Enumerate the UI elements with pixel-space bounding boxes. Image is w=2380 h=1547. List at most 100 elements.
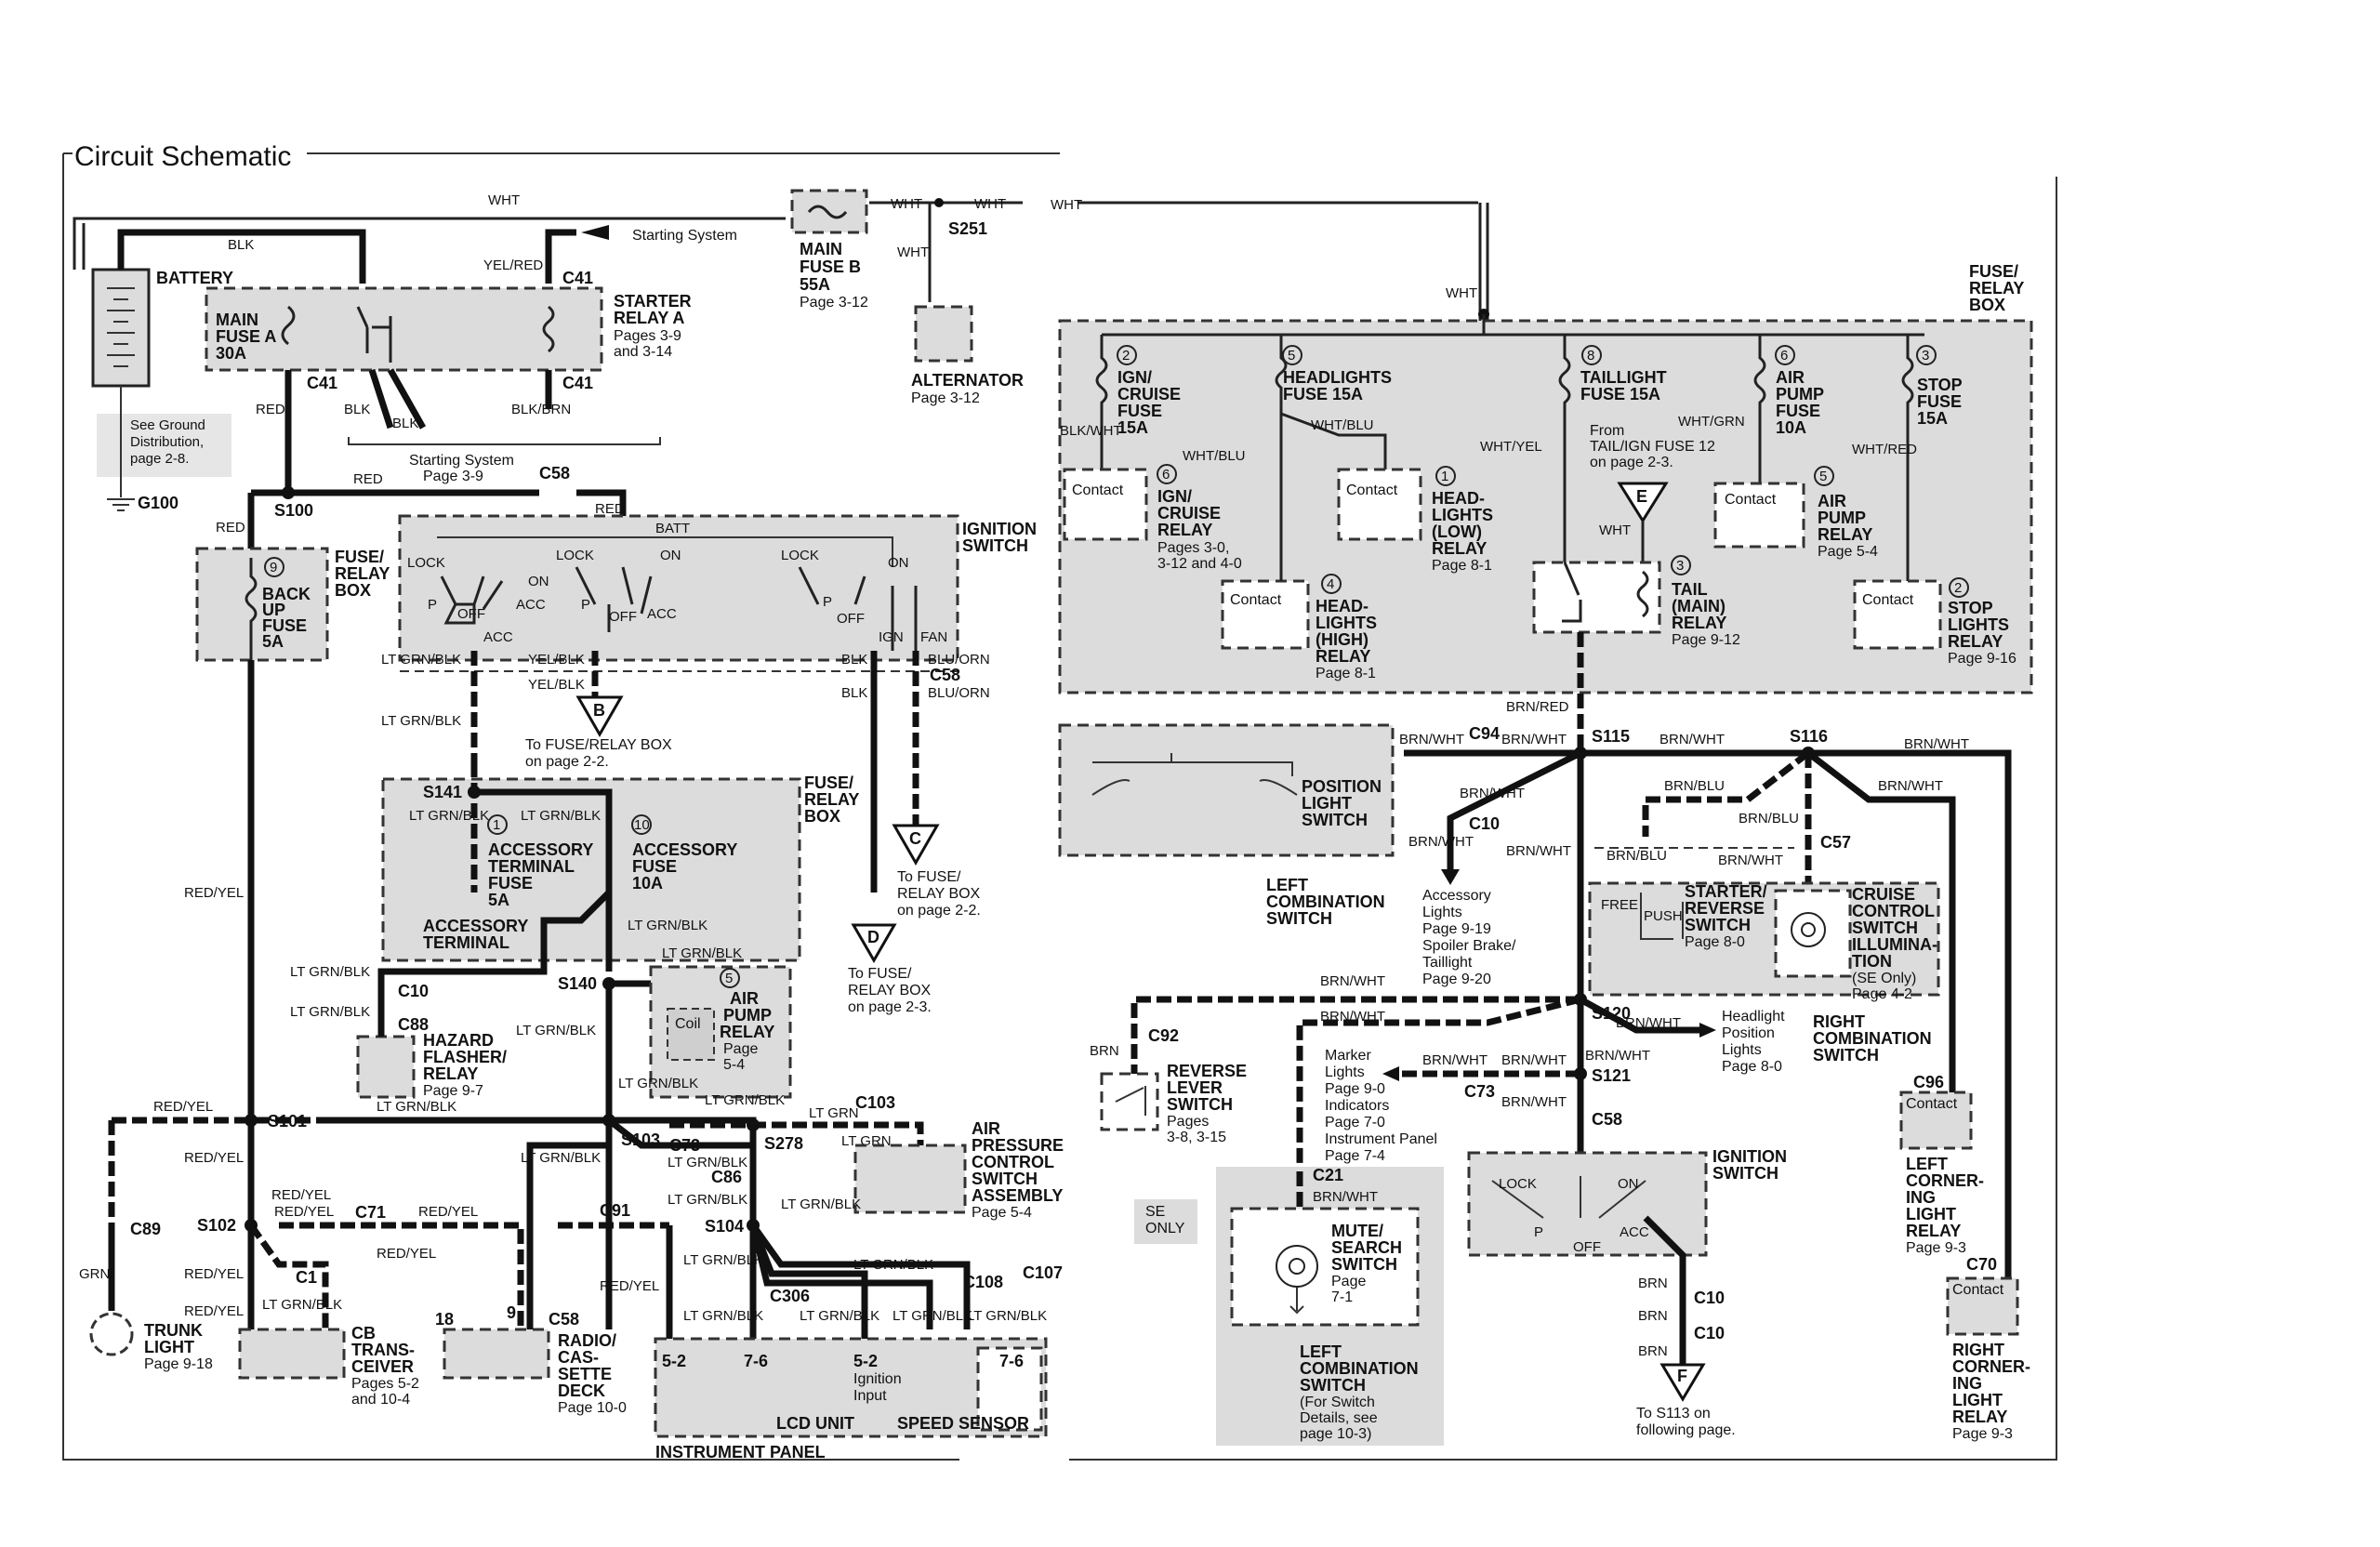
- wire-label: WHT: [897, 245, 929, 260]
- connector-label: C21: [1313, 1166, 1343, 1184]
- wire-label: LT GRN/BLK: [662, 945, 742, 961]
- cruise-illumination-label: Page 4-2: [1852, 986, 1912, 1002]
- fuse-relay-box-label: FUSE/: [804, 774, 853, 792]
- connector-label: C1: [296, 1268, 317, 1287]
- ign-p: P: [428, 597, 437, 613]
- ign-lock: LOCK: [556, 548, 594, 563]
- connector-label: C94: [1469, 724, 1500, 743]
- wire-label: BRN/WHT: [1718, 853, 1783, 868]
- cb-transceiver-box: [238, 1328, 346, 1380]
- wire-label: RED: [216, 520, 245, 536]
- marker-lights-label: Page 7-0: [1325, 1115, 1385, 1130]
- connector-label: C57: [1820, 833, 1851, 852]
- ign-on: ON: [660, 548, 681, 563]
- wire-label: BRN/WHT: [1320, 973, 1385, 989]
- ignition-switch-right-label: IGNITION: [1712, 1147, 1787, 1166]
- wire-label: BRN/WHT: [1501, 732, 1567, 747]
- fuse-number: 3: [1676, 558, 1684, 574]
- starter-relay-label: RELAY A: [614, 309, 684, 327]
- wire-label: WHT/GRN: [1678, 414, 1745, 430]
- ign-acc: ACC: [647, 606, 677, 622]
- right-cornering-label: CORNER-: [1952, 1357, 2030, 1376]
- wire-label: BRN/WHT: [1408, 834, 1474, 850]
- splice-label: S116: [1790, 727, 1828, 746]
- wire-label: BLK: [841, 685, 867, 701]
- offpage-c-label: on page 2-2.: [897, 903, 981, 919]
- offpage-e-label: on page 2-3.: [1590, 455, 1673, 470]
- air-pump-fuse-label: PUMP: [1776, 385, 1824, 403]
- left-cornering-label: RELAY: [1906, 1222, 1961, 1240]
- left-combination-switch-label: SWITCH: [1266, 909, 1332, 928]
- arrow-icon: [581, 225, 609, 240]
- wire-label: LT GRN/BLK: [853, 1257, 933, 1273]
- connector-label: C10: [1694, 1289, 1725, 1307]
- ignition-switch-box: [398, 514, 959, 662]
- backup-fuse-label: UP: [262, 601, 285, 619]
- connector-label: C86: [711, 1168, 742, 1186]
- wire-label: LT GRN/BLK: [516, 1023, 596, 1038]
- radio-label: DECK: [558, 1382, 605, 1400]
- wire-label: BRN/WHT: [1506, 843, 1571, 859]
- fuse-relay-box-label: BOX: [1969, 296, 2005, 314]
- ignition-switch-label: SWITCH: [962, 536, 1028, 555]
- wire-label: WHT: [974, 196, 1006, 212]
- wire-label: BRN: [1638, 1276, 1668, 1291]
- contact-label: Contact: [1346, 483, 1398, 498]
- contact-label: Contact: [1072, 483, 1124, 498]
- splice-label: S100: [274, 501, 313, 520]
- offpage-d-label: RELAY BOX: [848, 983, 932, 998]
- ign-acc: ACC: [516, 597, 546, 613]
- fuse-number: 1: [1441, 469, 1448, 484]
- right-combination-switch-label: COMBINATION: [1813, 1029, 1932, 1048]
- tail-main-relay-label: TAIL: [1672, 580, 1708, 599]
- accessory-lights-label: Page 9-19: [1422, 921, 1491, 937]
- wire-label: GRN: [79, 1266, 110, 1282]
- speed-sensor-label: SPEED SENSOR: [897, 1414, 1029, 1433]
- accessory-lights-label: Page 9-20: [1422, 972, 1491, 987]
- contact-label: Contact: [1230, 592, 1282, 608]
- left-combination-switch-label: LEFT: [1266, 876, 1308, 894]
- wire-label: WHT: [1051, 197, 1082, 213]
- fuse-number: 5: [1819, 469, 1827, 484]
- connector-label: C73: [1464, 1082, 1495, 1101]
- radio-label: CAS-: [558, 1348, 599, 1367]
- headlights-low-label: Page 8-1: [1432, 558, 1492, 574]
- splice-label: S115: [1592, 727, 1630, 746]
- right-cornering-label: Page 9-3: [1952, 1426, 2013, 1442]
- ground-note: Distribution,: [130, 434, 204, 450]
- svg-text:E: E: [1636, 487, 1647, 506]
- reverse-lever-switch-label: REVERSE: [1167, 1062, 1247, 1080]
- hazard-flasher-label: FLASHER/: [423, 1048, 507, 1066]
- ign-p: P: [823, 594, 832, 610]
- ign-acc: ACC: [483, 629, 513, 645]
- fuse-number: 5: [1288, 348, 1295, 364]
- cruise-illumination-label: ILLUMINA-: [1852, 935, 1937, 954]
- wire-label: BLK/BRN: [511, 402, 571, 417]
- main-fuse-b-label: FUSE B: [800, 258, 861, 276]
- starter-reverse-switch-label: REVERSE: [1685, 899, 1765, 918]
- connector-label: C103: [855, 1093, 895, 1112]
- accessory-fuse-label: ACCESSORY: [632, 840, 737, 859]
- ign-p: P: [1534, 1224, 1543, 1240]
- left-cornering-label: Page 9-3: [1906, 1240, 1966, 1256]
- accessory-lights-label: Accessory: [1422, 888, 1491, 904]
- mute-search-label: 7-1: [1331, 1289, 1353, 1305]
- arrow-left-icon: [1382, 1066, 1399, 1081]
- ground-note: page 2-8.: [130, 451, 189, 467]
- headlights-low-contact: [1337, 468, 1422, 541]
- marker-lights-label: Marker: [1325, 1048, 1371, 1064]
- wire-label: LT GRN/BLK: [892, 1308, 972, 1324]
- air-pump-relay-right-label: AIR: [1818, 492, 1846, 510]
- offpage-d-icon: D: [851, 923, 897, 963]
- splice-label: S104: [705, 1217, 744, 1236]
- left-combination-switch-label: COMBINATION: [1266, 892, 1385, 911]
- right-combination-switch-label: SWITCH: [1813, 1046, 1879, 1064]
- backup-fuse-label: FUSE: [262, 616, 307, 635]
- right-combination-switch-label: RIGHT: [1813, 1012, 1865, 1031]
- headlights-low-label: HEAD-: [1432, 489, 1485, 508]
- air-pump-relay-right-label: Page 5-4: [1818, 544, 1878, 560]
- se-only-box: [1134, 1199, 1197, 1244]
- left-cornering-label: CORNER-: [1906, 1171, 1984, 1190]
- arrow-right-icon: [1699, 1023, 1716, 1038]
